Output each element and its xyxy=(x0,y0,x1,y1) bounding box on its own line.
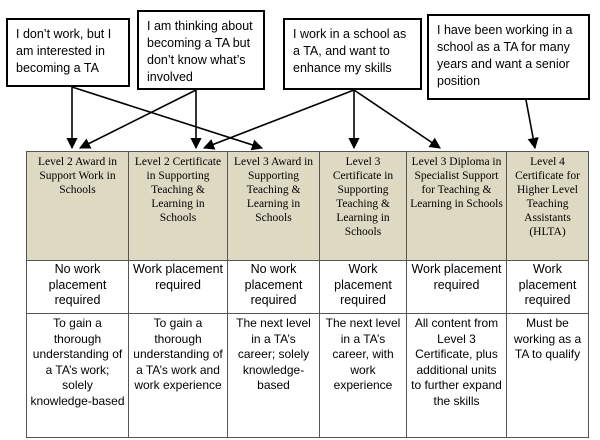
placement-cell: Work placement required xyxy=(319,260,407,314)
placement-cell: Work placement required xyxy=(128,260,228,314)
description-cell: To gain a thorough understanding of a TA… xyxy=(128,313,228,438)
arrow-box3-to-col5 xyxy=(353,89,441,149)
description-row: To gain a thorough understanding of a TA… xyxy=(26,313,589,438)
placement-cell: No work placement required xyxy=(26,260,129,314)
arrow-box2-to-col1 xyxy=(78,89,197,149)
description-cell: To gain a thorough understanding of a TA… xyxy=(26,313,129,438)
placement-cell: Work placement required xyxy=(406,260,507,314)
scenario-box-not-working: I don’t work, but I am interested in bec… xyxy=(6,18,130,87)
arrow-box3-to-col2 xyxy=(202,89,355,150)
placement-cell: Work placement required xyxy=(506,260,589,314)
placement-cell: No work placement required xyxy=(227,260,320,314)
description-cell: All content from Level 3 Certificate, pl… xyxy=(406,313,507,438)
qualification-level-row: Level 2 Award in Support Work in Schools… xyxy=(26,151,589,261)
level-cell: Level 4 Certificate for Higher Level Tea… xyxy=(506,151,589,261)
description-cell: The next level in a TA’s career; solely … xyxy=(227,313,320,438)
arrow-box1-to-col3 xyxy=(71,86,264,151)
scenario-box-experienced-ta: I have been working in a school as a TA … xyxy=(427,14,590,100)
level-cell: Level 3 Diploma in Specialist Support fo… xyxy=(406,151,507,261)
qualification-table: Level 2 Award in Support Work in Schools… xyxy=(26,151,589,438)
description-cell: Must be working as a TA to qualify xyxy=(506,313,589,438)
level-cell: Level 3 Certificate in Supporting Teachi… xyxy=(319,151,407,261)
scenario-box-considering: I am thinking about becoming a TA but do… xyxy=(137,10,265,90)
level-cell: Level 3 Award in Supporting Teaching & L… xyxy=(227,151,320,261)
work-placement-row: No work placement required Work placemen… xyxy=(26,260,589,314)
level-cell: Level 2 Award in Support Work in Schools xyxy=(26,151,129,261)
arrow-box4-to-col6 xyxy=(525,99,539,150)
level-cell: Level 2 Certificate in Supporting Teachi… xyxy=(128,151,228,261)
description-cell: The next level in a TA’s career, with wo… xyxy=(319,313,407,438)
scenario-box-current-ta: I work in a school as a TA, and want to … xyxy=(283,18,422,90)
